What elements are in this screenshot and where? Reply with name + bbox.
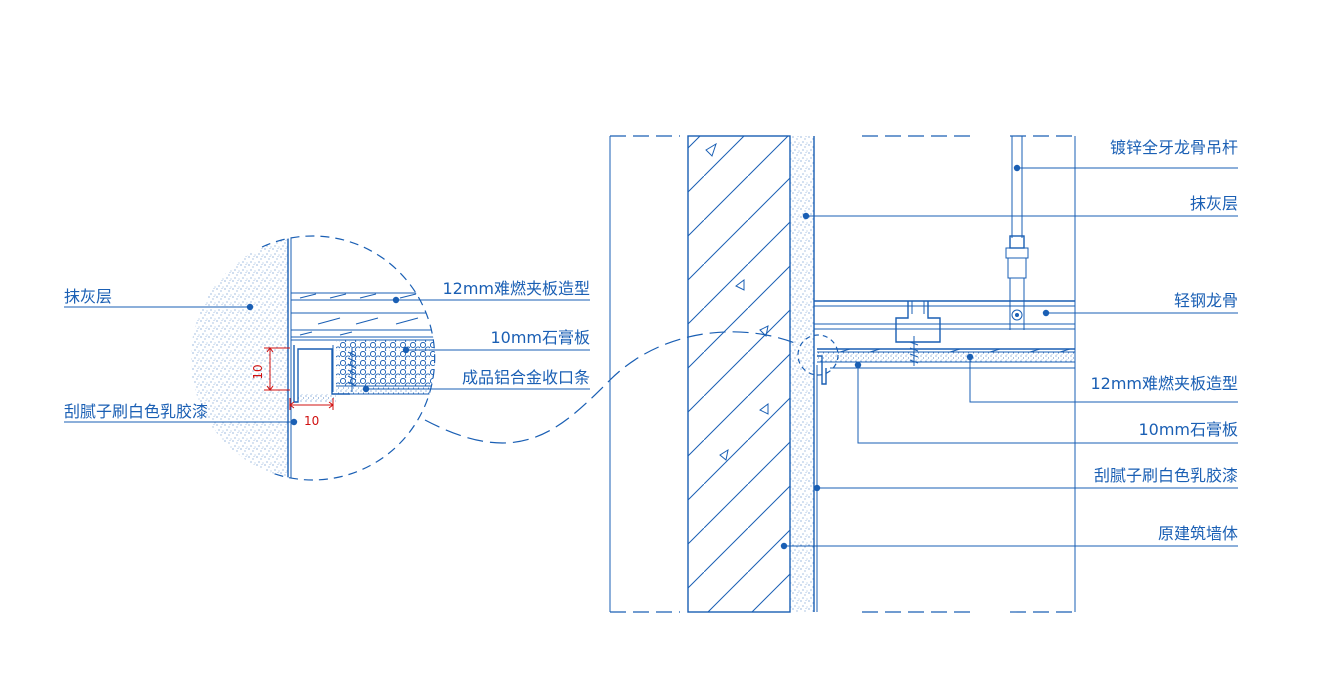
board-hatch xyxy=(839,348,1071,353)
label-hanger-rod: 镀锌全牙龙骨吊杆 xyxy=(1110,138,1238,157)
ceiling-screw-icon xyxy=(909,336,919,366)
label-plaster-layer-section: 抹灰层 xyxy=(1190,194,1238,213)
section-callouts: 镀锌全牙龙骨吊杆 抹灰层 轻钢龙骨 12mm难燃夹板造型 10mm石膏板 刮腻子… xyxy=(780,138,1238,550)
aggregate-marks xyxy=(705,142,769,461)
label-putty-paint: 刮腻子刷白色乳胶漆 xyxy=(64,402,208,421)
main-section: 镀锌全牙龙骨吊杆 抹灰层 轻钢龙骨 12mm难燃夹板造型 10mm石膏板 刮腻子… xyxy=(609,135,1238,613)
detail-dimensions: 10 10 xyxy=(251,347,334,428)
label-panel-12mm-section: 12mm难燃夹板造型 xyxy=(1090,374,1238,393)
label-gypsum-10mm: 10mm石膏板 xyxy=(490,328,590,347)
detail-callouts: 抹灰层 刮腻子刷白色乳胶漆 12mm难燃夹板造型 10mm石膏板 成品铝合金收口… xyxy=(64,279,590,426)
label-gypsum-10mm-section: 10mm石膏板 xyxy=(1138,420,1238,439)
panel-hatch xyxy=(299,293,419,336)
label-original-wall: 原建筑墙体 xyxy=(1158,524,1238,543)
label-plaster-layer: 抹灰层 xyxy=(64,287,112,306)
label-panel-12mm: 12mm难燃夹板造型 xyxy=(442,279,590,298)
enlarged-detail: 10 10 抹灰层 刮腻子刷白色乳胶漆 12mm难燃夹板造型 10mm石膏板 成 xyxy=(64,235,590,481)
label-aluminum-trim: 成品铝合金收口条 xyxy=(462,368,590,387)
dimension-height: 10 xyxy=(251,364,265,379)
label-light-steel-keel: 轻钢龙骨 xyxy=(1174,291,1238,310)
label-putty-paint-section: 刮腻子刷白色乳胶漆 xyxy=(1094,466,1238,485)
dimension-width: 10 xyxy=(304,414,319,428)
screw-icon xyxy=(347,348,357,392)
